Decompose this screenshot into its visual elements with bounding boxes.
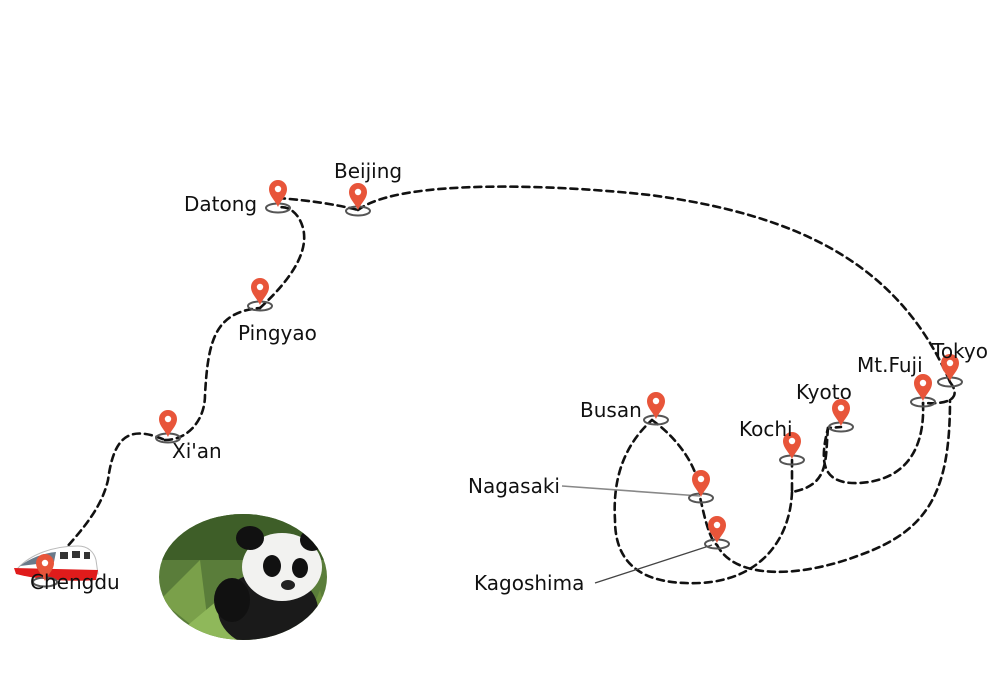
route-kagoshima-tokyo	[715, 398, 952, 574]
city-label-kochi[interactable]: Kochi	[739, 417, 793, 441]
city-label-tokyo[interactable]: Tokyo	[931, 339, 988, 363]
route-mtfuji-kyoto	[822, 401, 925, 485]
route-xian-pingyao	[163, 306, 262, 442]
map-pin-icon[interactable]	[910, 373, 936, 408]
route-kochi-kagoshima	[613, 418, 794, 585]
city-label-nagasaki[interactable]: Nagasaki	[468, 474, 560, 498]
route-tokyo-mtfuji	[921, 380, 956, 405]
panda-photo	[159, 514, 327, 640]
leader-kagoshima	[594, 544, 713, 584]
city-label-beijing[interactable]: Beijing	[334, 159, 402, 183]
leader-nagasaki	[561, 485, 701, 497]
city-label-busan[interactable]: Busan	[580, 398, 642, 422]
city-label-pingyao[interactable]: Pingyao	[238, 321, 317, 345]
route-busan-nagasaki	[650, 418, 719, 547]
map-pin-icon[interactable]	[643, 391, 669, 426]
city-label-mtfuji[interactable]: Mt.Fuji	[857, 353, 923, 377]
route-beijing-tokyo	[356, 185, 952, 384]
route-kyoto-kochi	[790, 426, 830, 494]
city-label-xian[interactable]: Xi'an	[172, 439, 222, 463]
map-pin-icon[interactable]	[247, 277, 273, 312]
route-china	[43, 196, 360, 574]
city-label-kagoshima[interactable]: Kagoshima	[474, 571, 584, 595]
route-pingyao-datong	[258, 205, 306, 310]
city-label-kyoto[interactable]: Kyoto	[796, 380, 852, 404]
city-label-datong[interactable]: Datong	[184, 192, 257, 216]
city-label-chengdu[interactable]: Chengdu	[30, 570, 120, 594]
route-chengdu-xian	[43, 432, 167, 574]
map-pin-icon[interactable]	[688, 469, 714, 504]
city-labels: Chengdu Xi'an Pingyao Datong Beijing Tok…	[30, 159, 988, 595]
route-japan	[613, 380, 956, 585]
